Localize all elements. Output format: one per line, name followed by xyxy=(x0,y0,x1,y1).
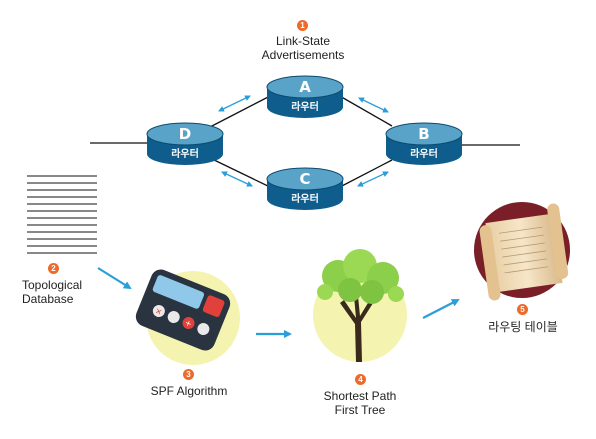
step-1-label: Link-State Advertisements xyxy=(248,34,358,62)
router-c-caption: 라우터 xyxy=(291,192,319,205)
step-4-label-line-2: First Tree xyxy=(334,403,386,417)
step-2-label: Topological Database xyxy=(22,278,82,306)
router-c: C 라우터 xyxy=(266,167,344,210)
lsa-arrow-da xyxy=(218,95,251,112)
lsa-arrow-dc xyxy=(221,171,253,187)
routing-table-scroll-icon xyxy=(474,202,570,301)
router-b: B 라우터 xyxy=(385,122,463,165)
router-a-letter: A xyxy=(299,78,311,96)
step-1-label-line-2: Advertisements xyxy=(261,48,345,62)
svg-text:×: × xyxy=(154,306,164,317)
step-3-label-line-1: SPF Algorithm xyxy=(150,384,228,398)
calculator-icon: × + xyxy=(135,269,240,365)
svg-text:+: + xyxy=(184,318,194,329)
flow-arrow-db-spf xyxy=(97,267,132,290)
router-a: A 라우터 xyxy=(266,75,344,118)
flow-arrows xyxy=(97,267,460,338)
step-2-label-line-1: Topological xyxy=(22,278,83,292)
router-b-letter: B xyxy=(418,125,429,143)
step-1-label-line-1: Link-State xyxy=(275,34,331,48)
step-2-badge: 2 xyxy=(48,263,59,274)
flow-arrow-tree-table xyxy=(422,299,460,319)
lsa-arrows xyxy=(218,95,389,187)
step-3-badge: 3 xyxy=(183,369,194,380)
router-c-letter: C xyxy=(299,170,310,188)
step-5-label-line-1: 라우팅 테이블 xyxy=(488,320,558,334)
step-2-label-line-2: Database xyxy=(22,292,74,306)
step-4-label-line-1: Shortest Path xyxy=(323,389,397,403)
step-4-label: Shortest Path First Tree xyxy=(305,389,415,417)
step-3-label: SPF Algorithm xyxy=(134,384,244,398)
router-d-letter: D xyxy=(179,125,191,143)
database-stack-icon xyxy=(27,175,97,254)
lsa-arrow-ab xyxy=(358,97,389,113)
tree-icon xyxy=(313,249,407,362)
router-d: D 라우터 xyxy=(146,122,224,165)
step-5-label: 라우팅 테이블 xyxy=(468,320,578,334)
step-4-badge: 4 xyxy=(355,374,366,385)
step-1-badge: 1 xyxy=(297,20,308,31)
router-b-caption: 라우터 xyxy=(410,147,438,160)
step-5-badge: 5 xyxy=(517,304,528,315)
link-d-c xyxy=(209,157,273,189)
router-a-caption: 라우터 xyxy=(291,100,319,113)
lsa-arrow-cb xyxy=(357,171,389,187)
router-d-caption: 라우터 xyxy=(171,147,199,160)
